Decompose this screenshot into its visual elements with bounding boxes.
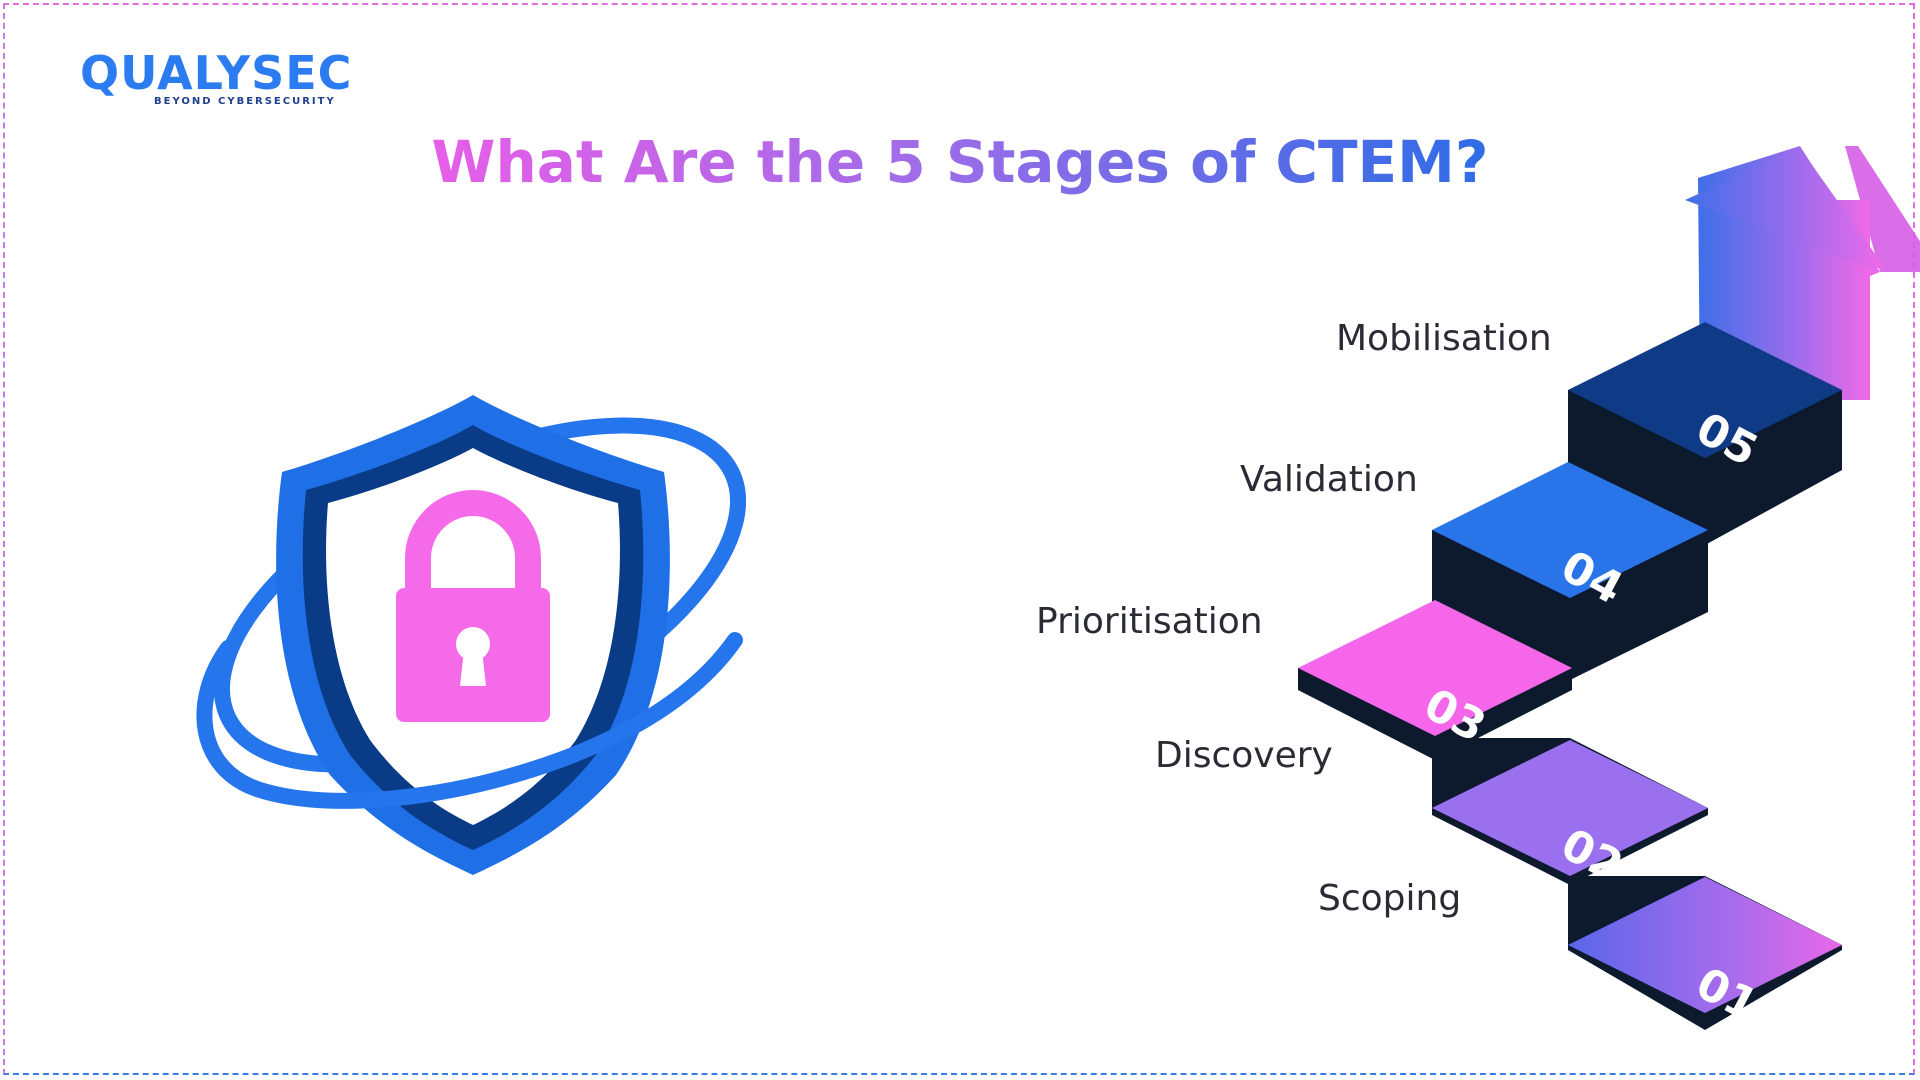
page-title: What Are the 5 Stages of CTEM?: [431, 128, 1489, 196]
stage-label-mobilisation: Mobilisation: [1336, 318, 1552, 359]
step-02: 02: [1432, 738, 1708, 893]
growth-arrow-edge: [1845, 146, 1920, 272]
shield-lock-icon: [196, 395, 747, 875]
stage-label-discovery: Discovery: [1155, 735, 1333, 776]
dashed-frame: [3, 3, 1915, 1075]
brand-logo: QUALYSEC BEYOND CYBERSECURITY: [80, 48, 352, 107]
orbit-ring-front: [196, 632, 743, 809]
step-01: 01: [1568, 876, 1842, 1032]
brand-name: QUALYSEC: [80, 46, 353, 100]
lock-shackle: [405, 490, 541, 592]
keyhole-bottom: [460, 650, 486, 686]
stage-label-validation: Validation: [1240, 459, 1418, 500]
brand-tagline: BEYOND CYBERSECURITY: [154, 96, 336, 107]
stage-label-prioritisation: Prioritisation: [1036, 601, 1263, 642]
step-03: 03: [1298, 600, 1572, 760]
stage-label-scoping: Scoping: [1318, 878, 1462, 919]
growth-arrow-head: [1685, 148, 1885, 268]
step-05: 05: [1568, 322, 1842, 545]
